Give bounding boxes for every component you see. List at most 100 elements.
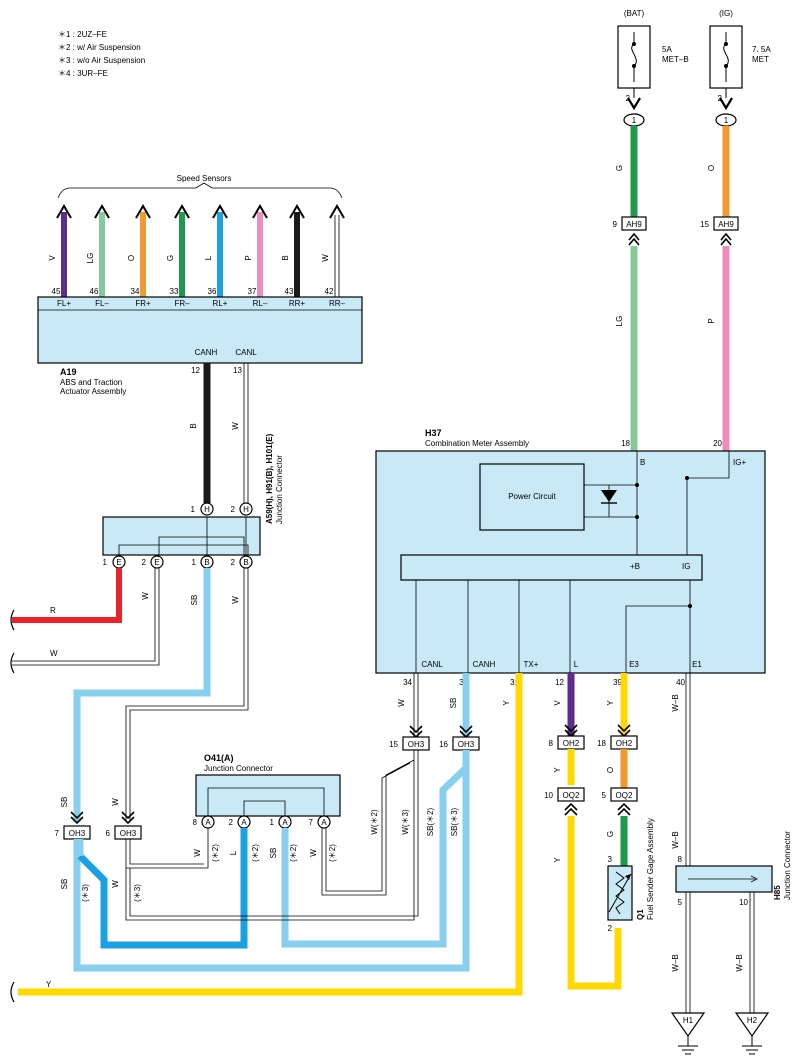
wire-l-x2 [77, 828, 248, 949]
h37-bottom-label-5: E1 [692, 660, 702, 669]
oq2-conn-10 [557, 787, 585, 802]
jc-a59: H 1 H 2 E 1 E 2 B 1 B 2 A59(H), H91(B), … [102, 433, 284, 569]
label-oq2-g: G [606, 831, 615, 837]
label-sb-x3: SB [60, 879, 69, 890]
jc-pin-h2-id: H [243, 505, 249, 514]
sensor-label-6: RR+ [289, 299, 306, 308]
o41-pin-1-num: 1 [270, 818, 275, 827]
fuse-ig-name: MET [752, 55, 769, 64]
fuse-wires: G O AH9 9 AH9 15 LG P 18 20 [613, 126, 739, 451]
oh2-conn-18-label: OH2 [616, 739, 633, 748]
label-canl-w: W [397, 699, 406, 707]
h37-bottom-label-4: E3 [629, 660, 639, 669]
wire-tx-y [18, 673, 523, 996]
speed-sensors-title: Speed Sensors [177, 174, 232, 183]
q1-fuel-sender: 3 2 Q1 Fuel Sender Gage Assembly [607, 818, 655, 933]
ah9-conn-2 [713, 216, 739, 231]
h85-code: H85 [773, 885, 782, 900]
note-3: ＊3 : w/o Air Suspension [58, 56, 145, 65]
h37-bottom-pin-4: 39 [613, 678, 622, 687]
sensor-wire-color-5: P [244, 255, 253, 260]
label-oq2-y: Y [553, 857, 562, 863]
h37-bottom-pin-3: 12 [555, 678, 564, 687]
label-l-v: V [553, 700, 562, 706]
oq2-conn-5 [610, 787, 638, 802]
label-x3-a: (＊3) [81, 884, 90, 902]
sensor-pin-2: 34 [131, 287, 140, 296]
ground-h1: H1 [670, 1012, 706, 1055]
arrow-up-icon [252, 204, 268, 219]
oq2-conn-5-label: OQ2 [616, 791, 633, 800]
junction-dot-4 [688, 604, 692, 608]
ah9-chevron-2 [720, 232, 732, 246]
sensor-pin-3: 33 [170, 287, 179, 296]
oh2-conn-18-pin: 18 [597, 739, 606, 748]
fuse-ig: (IG) 7. 5A MET 2 1 [709, 9, 771, 127]
label-wire-lg: LG [615, 316, 624, 327]
jc-pin-e2-id: E [154, 558, 159, 567]
power-circuit-box [479, 463, 585, 531]
wire-oq2-y-loop [567, 816, 622, 990]
sensor-label-2: FR+ [135, 299, 151, 308]
a19-box [37, 296, 363, 364]
wire-w-x3 [125, 750, 419, 921]
sensor-wire-color-1: LG [86, 253, 95, 264]
sensor-pin-5: 37 [248, 287, 257, 296]
jc-pin-h2 [239, 502, 253, 516]
h37-bottom-label-1: CANH [473, 660, 496, 669]
fuse-bat-dot-bottom [632, 64, 636, 68]
o41-pin-8-id: A [205, 818, 211, 827]
o41-name: Junction Connector [204, 764, 273, 773]
a19-name-1: ABS and Traction [60, 378, 122, 387]
label-x3-b: (＊3) [133, 884, 142, 902]
label-oh2-o: O [606, 767, 615, 773]
sensor-pin-1: 46 [90, 287, 99, 296]
jc-a59-name: Junction Connector [275, 455, 284, 524]
a19-canl-label: CANL [235, 348, 257, 357]
note-2: ＊2 : w/ Air Suspension [58, 43, 141, 52]
o41-pin-2-id: A [241, 818, 247, 827]
label-oh2-y: Y [553, 767, 562, 773]
fuse-ig-conn-num: 1 [724, 116, 729, 125]
o41-pin-7-num: 7 [309, 818, 314, 827]
jc-pin-b1-num: 1 [192, 558, 197, 567]
fuse-bat-dot-top [632, 42, 636, 46]
h85-junction: 8 5 10 W–B W–B W–B H85 Junction Connecto… [671, 831, 792, 1013]
h37-ic-box [400, 554, 703, 581]
label-y-bottom: Y [46, 980, 52, 989]
label-o41-w: W [193, 849, 202, 857]
oh3-chevron-6 [121, 811, 135, 825]
oh3-chevron-7 [70, 811, 84, 825]
oh3-conn-6 [114, 825, 142, 840]
ground-icon [742, 1036, 762, 1055]
label-o41-w2: W [309, 849, 318, 857]
legend-notes: ＊1 : 2UZ–FE ＊2 : w/ Air Suspension ＊3 : … [58, 30, 145, 78]
fuse-ig-dot-top [724, 42, 728, 46]
ah9-conn-2-pin: 15 [700, 220, 709, 229]
jc-pin-h1-id: H [204, 505, 210, 514]
wire-e1-wb [685, 673, 691, 1013]
wire-sb-x2 [281, 765, 469, 948]
label-o41-x2-d: (＊2) [328, 844, 337, 862]
sensor-wire-color-2: O [127, 255, 136, 261]
wire-sb-left [73, 568, 211, 822]
label-wire-g: G [615, 165, 624, 171]
label-wire-p: P [707, 318, 716, 323]
fuse-ig-dot-bottom [724, 64, 728, 68]
left-wires: R W W SB SB W W OH3 7 OH3 6 [12, 568, 249, 840]
h37-bottom-label-0: CANL [421, 660, 443, 669]
break-mark-y [10, 981, 15, 1003]
ground-h2: H2 [734, 1012, 770, 1055]
sensor-label-1: FL– [95, 299, 109, 308]
h37-ig-label: IG [682, 562, 690, 571]
jc-pin-e1-id: E [116, 558, 121, 567]
o41-pin-8-num: 8 [193, 818, 198, 827]
ah9-conn-1 [621, 216, 647, 231]
h85-pin-5: 5 [678, 898, 683, 907]
sensor-label-7: RR– [329, 299, 346, 308]
h37-bottom-label-3: L [574, 660, 579, 669]
h37-ig-line [686, 451, 730, 555]
ground-h2-triangle [734, 1012, 770, 1038]
